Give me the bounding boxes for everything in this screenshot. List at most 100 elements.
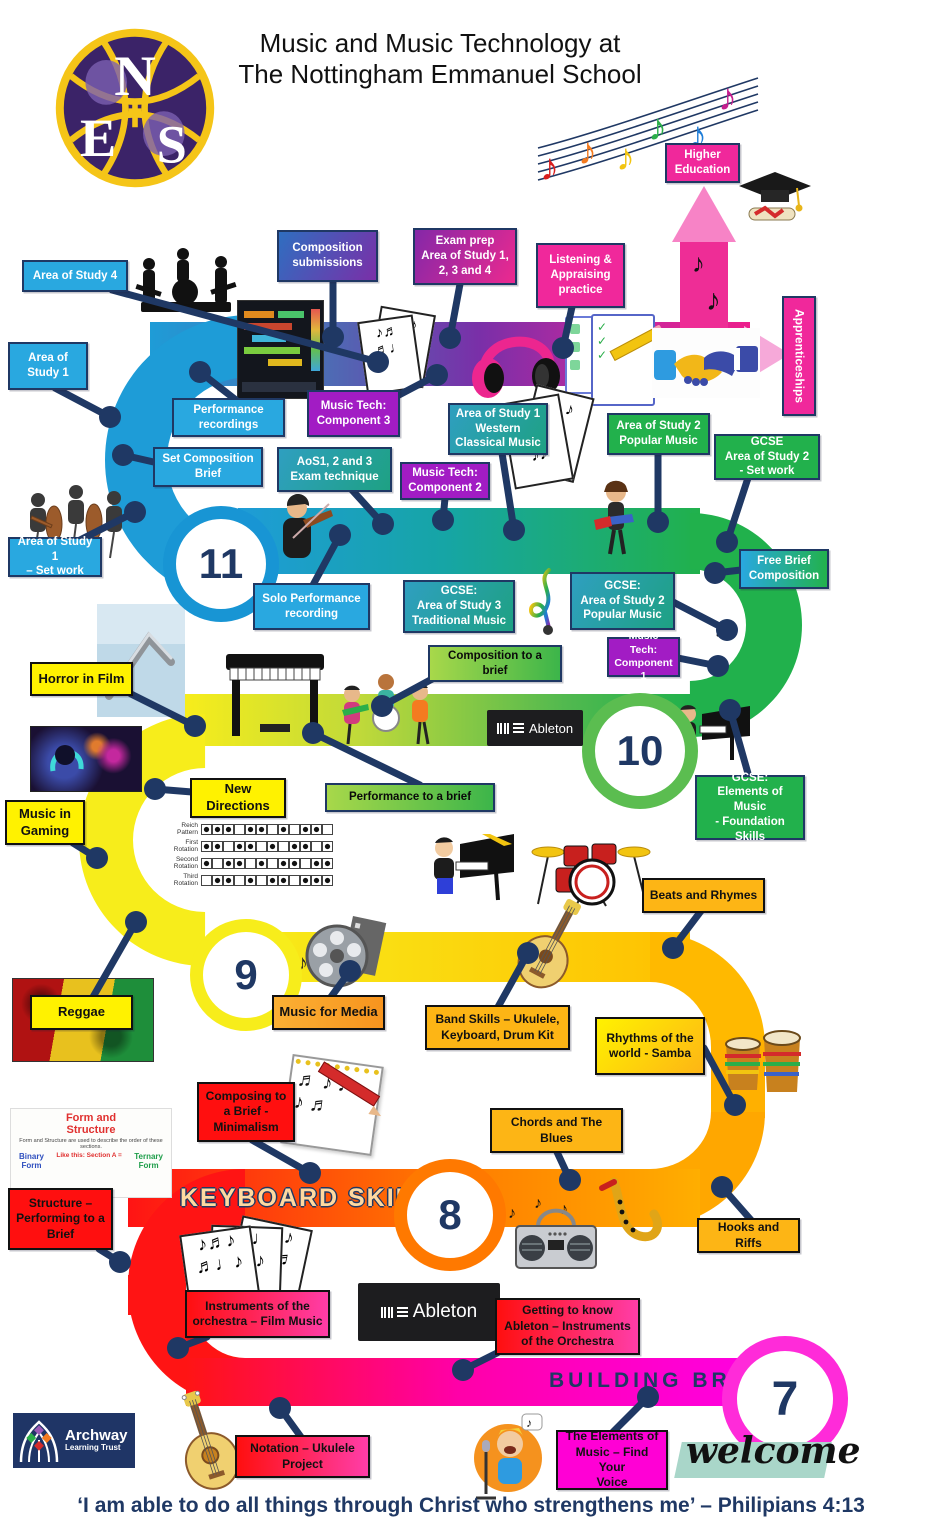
higher-education-arrow	[672, 186, 736, 242]
topic-aos2-popular-music: Area of Study 2 Popular Music	[607, 413, 710, 455]
svg-text:♪: ♪	[560, 1201, 568, 1218]
grand-pianist-image	[434, 834, 514, 901]
title-line1: Music and Music Technology at	[259, 28, 621, 58]
svg-text:♪: ♪	[616, 137, 635, 179]
year-10-number: 10	[616, 727, 664, 774]
topic-band-skills: Band Skills – Ukulele, Keyboard, Drum Ki…	[425, 1005, 570, 1050]
violinist-image	[283, 494, 333, 558]
svg-text:♪: ♪	[540, 147, 559, 187]
topic-horror-in-film: Horror in Film	[30, 662, 133, 696]
topic-aos1-western-classical: Area of Study 1 Western Classical Music	[448, 403, 548, 455]
ableton-icon	[380, 1306, 408, 1318]
binary-form-label: Binary Form	[19, 1152, 44, 1171]
graduation-cap-image	[739, 172, 811, 221]
reich-row: Second Rotation	[168, 856, 333, 870]
year-9-number: 9	[234, 951, 258, 998]
year-10-badge: 10	[582, 693, 698, 809]
form-structure-image: Form and Structure Form and Structure ar…	[10, 1108, 172, 1198]
topic-gcse-aos3-traditional: GCSE: Area of Study 3 Traditional Music	[403, 580, 515, 633]
topic-performance-to-a-brief: Performance to a brief	[325, 783, 495, 812]
topic-rhythms-of-the-world: Rhythms of the world - Samba	[595, 1017, 705, 1075]
topic-music-in-gaming: Music in Gaming	[5, 800, 85, 845]
reich-row: Reich Pattern	[168, 822, 333, 836]
topic-music-tech-component-3: Music Tech: Component 3	[307, 390, 400, 437]
topic-elements-find-your-voice: The Elements of Music – Find Your Voice	[556, 1429, 668, 1490]
music-note-icon: ♪	[692, 248, 705, 278]
topic-structure-performing: Structure – Performing to a Brief	[8, 1188, 113, 1250]
topic-performance-recordings: Performance recordings	[172, 398, 285, 437]
topic-composing-to-a-brief: Composing to a Brief - Minimalism	[197, 1082, 295, 1142]
topic-new-directions: New Directions	[190, 778, 286, 818]
topic-music-for-media: Music for Media	[272, 995, 385, 1030]
year-8-number: 8	[438, 1191, 462, 1238]
ableton-icon	[496, 722, 524, 734]
svg-text:♪: ♪	[578, 131, 597, 173]
topic-gcse-aos2-popular: GCSE: Area of Study 2 Popular Music	[570, 572, 675, 630]
svg-text:N: N	[114, 45, 156, 108]
topic-chords-and-the-blues: Chords and The Blues	[490, 1108, 623, 1153]
ableton-logo: Ableton	[487, 710, 583, 746]
topic-instruments-of-orchestra: Instruments of the orchestra – Film Musi…	[185, 1290, 330, 1338]
svg-text:♪: ♪	[508, 1205, 516, 1222]
drum-kit-image	[531, 843, 651, 907]
welcome-script: welcome	[674, 1428, 861, 1488]
daw-screenshot-image	[237, 300, 324, 399]
topic-aos1-set-work: Area of Study 1 – Set work	[8, 536, 102, 577]
ableton-label: Ableton	[412, 1301, 478, 1322]
boombox-image: ♪♪♪	[508, 1196, 597, 1269]
page-title: Music and Music Technology at The Nottin…	[205, 28, 675, 90]
singer-kid-image: ♪	[474, 1413, 543, 1500]
archway-arch-icon	[19, 1419, 59, 1462]
topic-gcse-aos2-set-work: GCSE Area of Study 2 - Set work	[714, 434, 820, 480]
year-11-number: 11	[198, 540, 244, 587]
reich-pattern-chart: Reich Pattern First Rotation Second Rota…	[168, 822, 333, 890]
year-8-badge: 8	[394, 1159, 506, 1271]
music-note-icon: ♪	[706, 284, 721, 317]
topic-composition-submissions: Composition submissions	[277, 230, 378, 282]
archway-learning-trust-logo: Archway Learning Trust	[13, 1413, 135, 1468]
topic-getting-to-know-ableton: Getting to know Ableton – Instruments of…	[495, 1298, 640, 1355]
scripture-quote: ‘I am able to do all things through Chri…	[77, 1494, 865, 1517]
topic-notation-ukulele: Notation – Ukulele Project	[235, 1435, 370, 1478]
reich-row: Third Rotation	[168, 873, 333, 887]
form-structure-subtitle: Form and Structure are used to describe …	[19, 1138, 163, 1151]
svg-text:S: S	[157, 114, 187, 174]
like-this-label: Like this: Section A =	[56, 1152, 122, 1160]
title-line2: The Nottingham Emmanuel School	[238, 59, 642, 90]
svg-text:♪: ♪	[526, 1416, 532, 1430]
topic-composition-to-a-brief: Composition to a brief	[428, 645, 562, 682]
ableton-label: Ableton	[528, 720, 574, 736]
svg-text:E: E	[80, 108, 116, 168]
welcome-text: welcome	[686, 1430, 861, 1472]
topic-reggae: Reggae	[30, 995, 133, 1030]
ternary-form-label: Ternary Form	[134, 1152, 163, 1171]
topic-gcse-elements-of-music: GCSE: Elements of Music - Foundation Ski…	[695, 772, 805, 843]
svg-text:♪: ♪	[648, 107, 667, 149]
topic-area-of-study-4: Area of Study 4	[22, 260, 128, 292]
endpoint-apprenticeships: Apprenticeships	[782, 296, 816, 416]
year7-path	[186, 1358, 790, 1406]
svg-text:♪: ♪	[297, 950, 308, 975]
topic-hooks-and-riffs: Hooks and Riffs	[697, 1218, 800, 1253]
topic-exam-prep: Exam prep Area of Study 1, 2, 3 and 4	[413, 228, 517, 285]
topic-music-tech-component-1: Music Tech: Component 1	[607, 630, 680, 682]
form-structure-title: Form and Structure	[65, 1112, 117, 1136]
endpoint-higher-education: Higher Education	[665, 143, 740, 183]
ableton-logo: Ableton	[358, 1283, 500, 1341]
topic-solo-performance: Solo Performance recording	[253, 583, 370, 630]
treble-clef-image	[528, 568, 553, 635]
reich-row: First Rotation	[168, 839, 333, 853]
topic-set-composition-brief: Set Composition Brief	[153, 447, 263, 487]
archway-name: Archway	[65, 1427, 128, 1445]
year-7-number: 7	[771, 1372, 799, 1426]
topic-beats-and-rhymes: Beats and Rhymes	[642, 878, 765, 913]
topic-area-of-study-1: Area of Study 1	[8, 342, 88, 390]
topic-music-tech-component-2: Music Tech: Component 2	[400, 462, 490, 500]
svg-text:♪: ♪	[718, 77, 737, 119]
handshake-image	[652, 328, 760, 398]
rock-kid-image	[594, 480, 634, 555]
gaming-headphones-image	[30, 726, 142, 792]
archway-subname: Learning Trust	[65, 1443, 121, 1453]
